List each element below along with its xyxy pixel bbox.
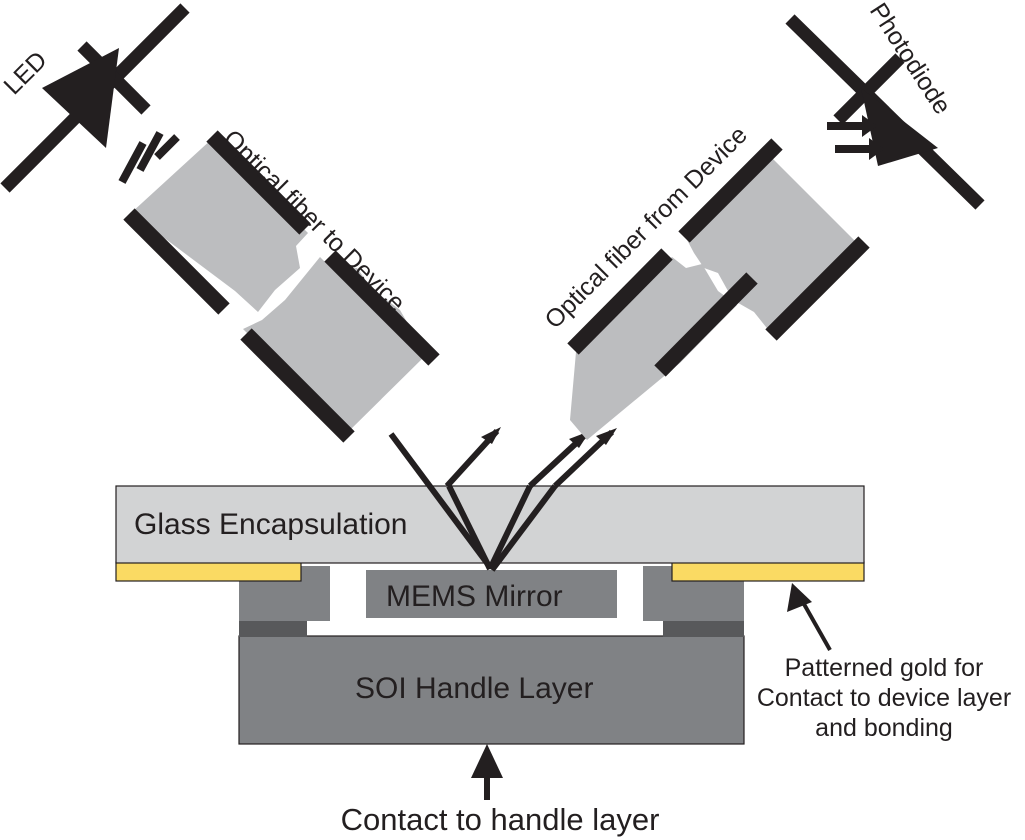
incoming-light-arrows-icon: [827, 115, 884, 160]
handle-caption: Contact to handle layer: [341, 802, 660, 837]
mems-mirror-plate: [366, 570, 617, 618]
gold-caption-line-1: Patterned gold for: [785, 654, 984, 682]
photodiode-symbol: [785, 14, 985, 210]
optical-fiber-from-device: Optical fiber from Device: [539, 121, 870, 440]
buried-oxide-band-left: [239, 620, 307, 637]
soi-handle-layer-label: SOI Handle Layer: [355, 672, 593, 705]
gold-caption-line-2: Contact to device layer: [757, 684, 1011, 712]
soi-handle-layer: [238, 635, 745, 745]
led-symbol: [0, 3, 190, 193]
optical-fiber-to-device: Optical fiber to Device: [123, 124, 440, 443]
patterned-gold-left: [115, 561, 302, 582]
gold-callout-arrow-icon: [787, 583, 832, 651]
handle-callout-arrow-icon: [471, 744, 503, 800]
light-rays-icon: [118, 131, 180, 184]
patterned-gold-right: [671, 561, 865, 582]
glass-encapsulation-label: Glass Encapsulation: [134, 508, 408, 541]
mems-mirror-label: MEMS Mirror: [386, 580, 563, 613]
buried-oxide-band-right: [663, 620, 744, 637]
led-label: LED: [0, 46, 53, 100]
gold-caption-line-3: and bonding: [815, 714, 953, 742]
